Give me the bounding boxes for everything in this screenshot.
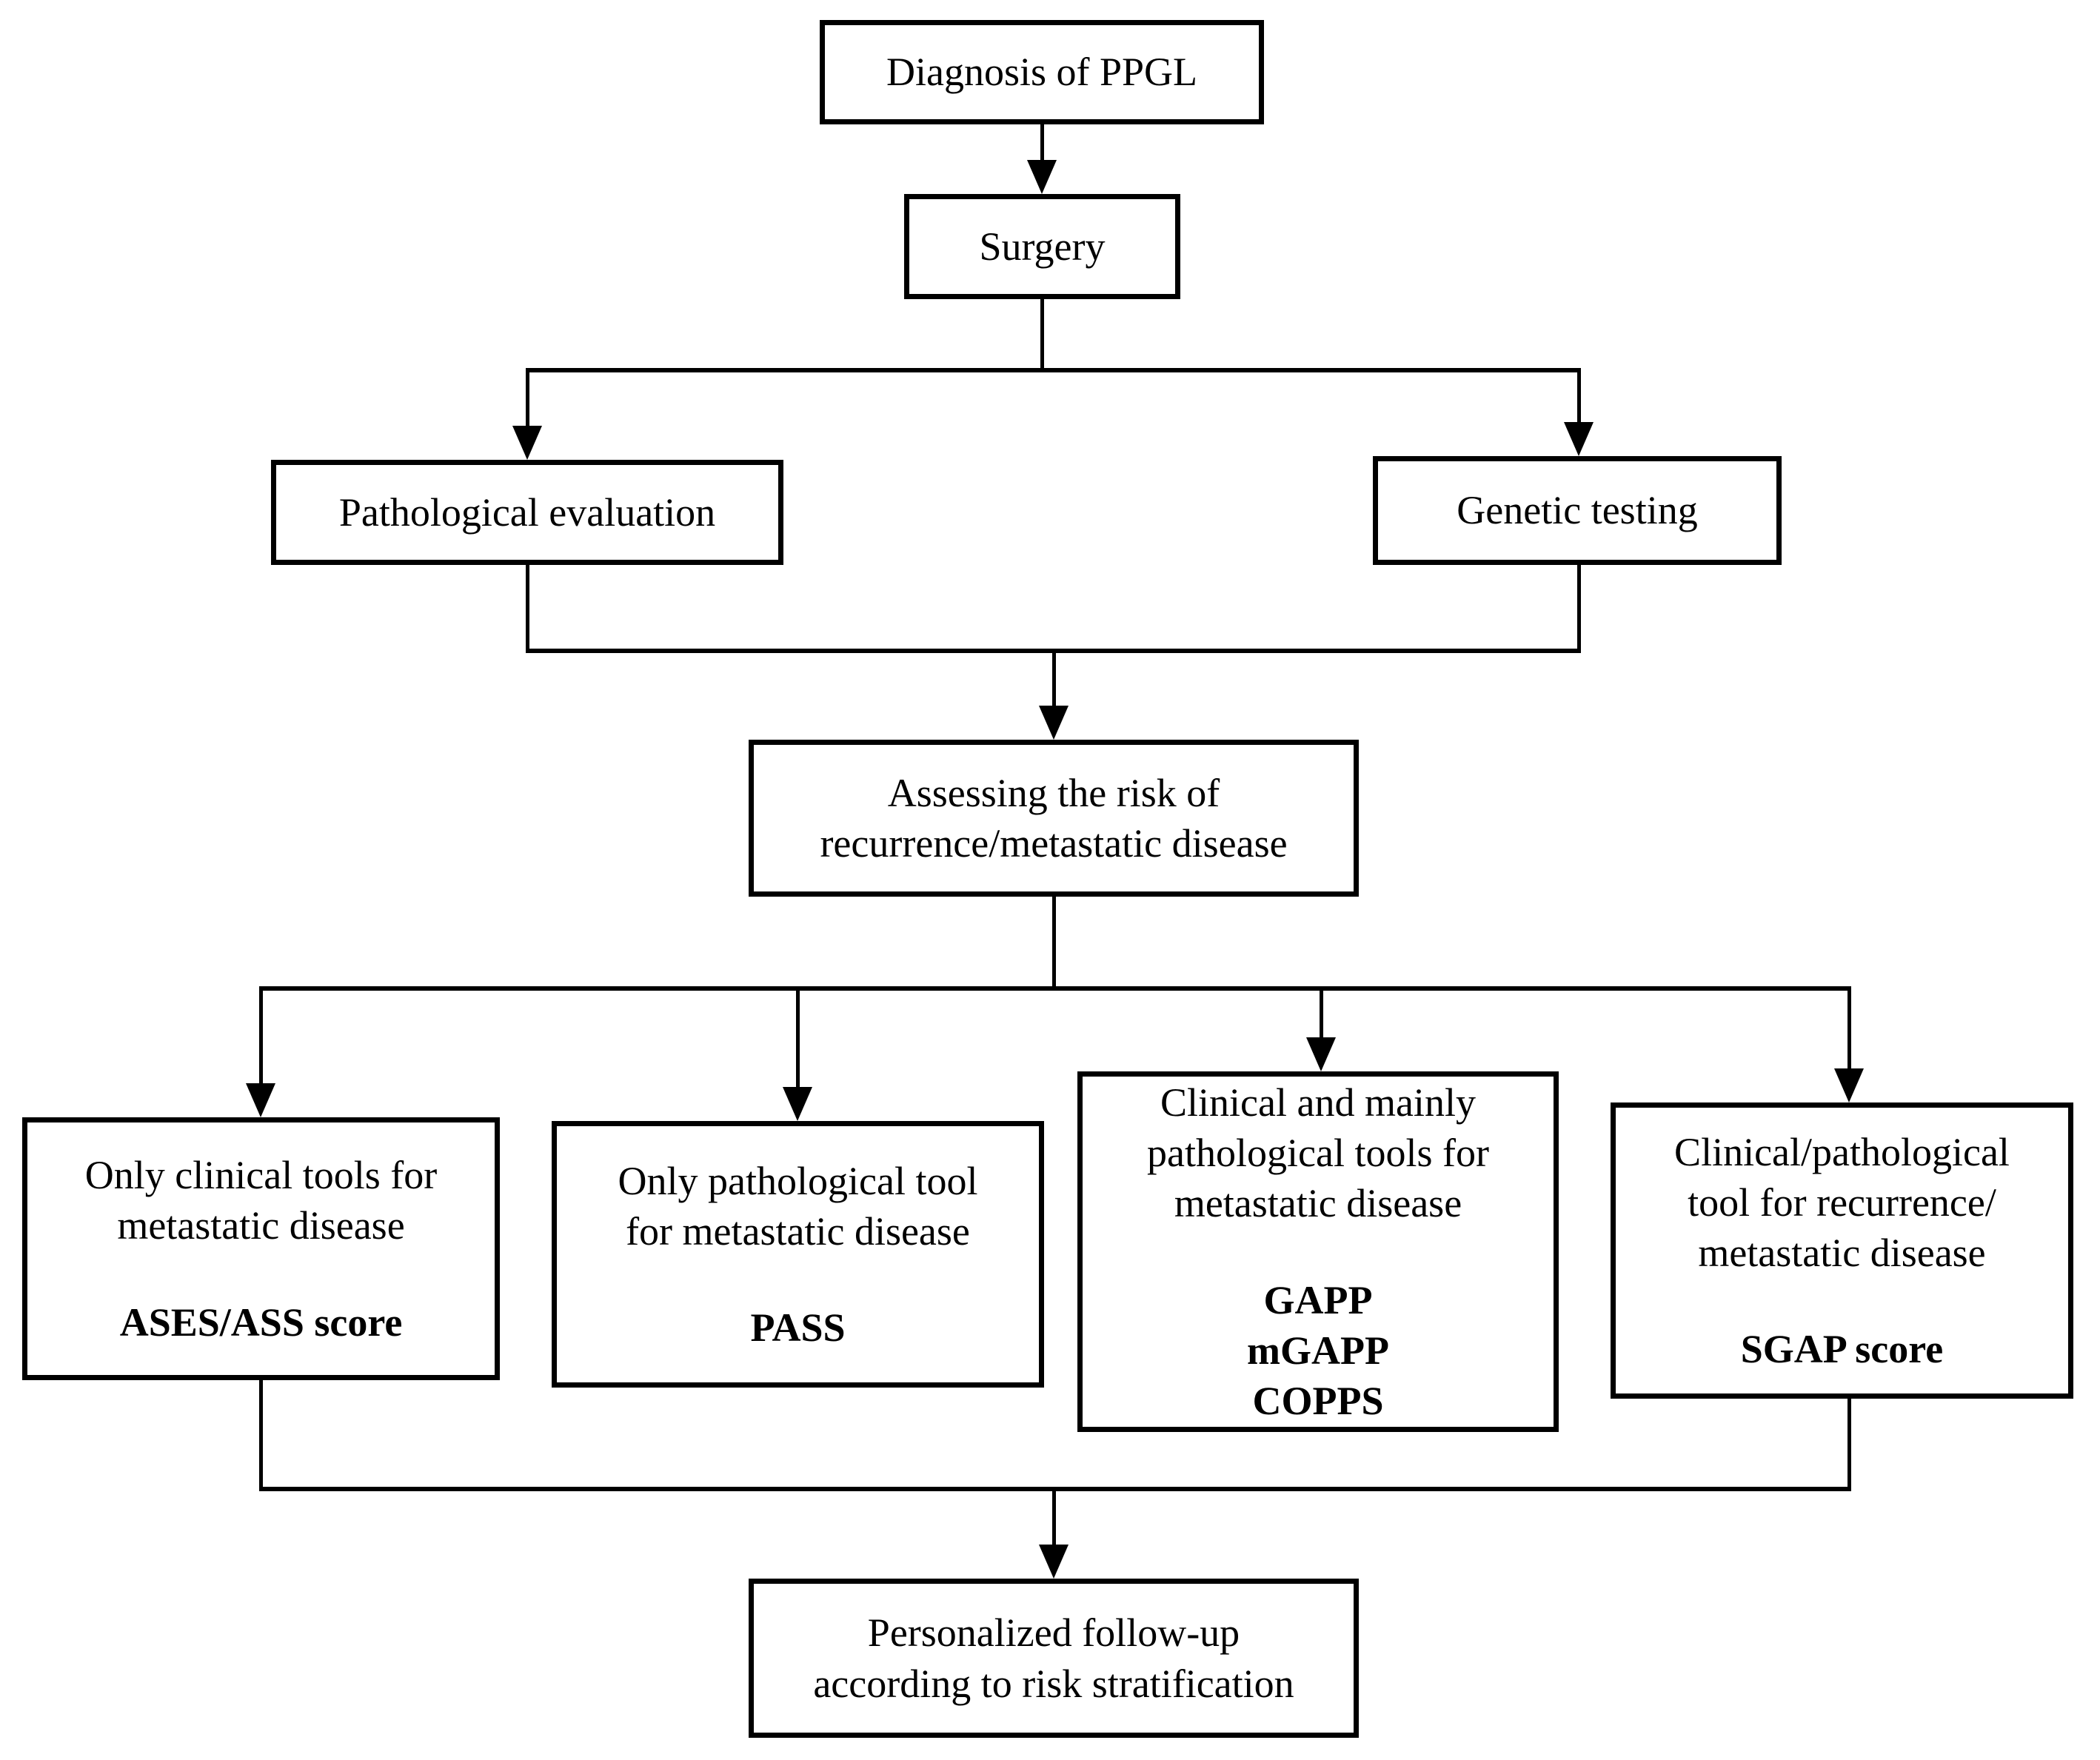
node-pathological-evaluation-label: Pathological evaluation [338,489,716,535]
node-genetic-testing-label: Genetic testing [1457,488,1698,533]
node-risk-assessment: Assessing the risk of recurrence/metasta… [749,740,1359,897]
node-pathological-tool: Only pathological tool for metastatic di… [552,1121,1044,1388]
arrowhead-down-icon [1306,1037,1336,1071]
node-diagnosis-of-ppgl: Diagnosis of PPGL [820,20,1264,124]
edge-split-clinical-pathological-tool-line [1847,986,1851,1070]
node-personalized-followup-label: Personalized follow-up according to risk… [813,1610,1294,1706]
node-clinical-pathological-tool: Clinical/pathological tool for recurrenc… [1611,1102,2073,1399]
node-surgery-label: Surgery [979,224,1106,269]
edge-assessment-split-stem [1052,897,1056,988]
node-diagnosis-label: Diagnosis of PPGL [886,50,1198,95]
node-personalized-followup: Personalized follow-up according to risk… [749,1579,1359,1738]
arrowhead-down-icon [512,426,542,460]
node-clinical-pathological-tools-scores: GAPP mGAPP COPPS [1247,1277,1389,1423]
edge-surgery-split-stem [1040,299,1044,370]
edge-merge-crossbar [526,649,1581,653]
edge-merge-assessment-line [1052,653,1056,707]
arrowhead-down-icon [1039,1545,1069,1579]
node-clinical-tools-score: ASES/ASS score [119,1299,403,1345]
node-clinical-tools: Only clinical tools for metastatic disea… [22,1117,500,1380]
node-genetic-testing: Genetic testing [1373,456,1782,565]
edge-clinical-tools-merge-line [259,1380,263,1489]
arrowhead-down-icon [1564,422,1594,456]
edge-split-clinical-pathological-tools-line [1320,986,1323,1039]
edge-split-pathological-tool-line [796,986,800,1088]
arrowhead-down-icon [246,1083,275,1117]
arrowhead-down-icon [1039,706,1069,740]
node-clinical-pathological-tools-description: Clinical and mainly pathological tools f… [1147,1080,1489,1226]
edge-surgery-split-crossbar [526,368,1581,372]
node-pathological-tool-score: PASS [750,1305,846,1351]
node-surgery: Surgery [904,194,1180,299]
edge-clinical-pathological-tool-merge-line [1847,1399,1851,1489]
node-pathological-evaluation: Pathological evaluation [271,460,783,565]
edge-assessment-split-crossbar [259,986,1851,991]
node-pathological-tool-description: Only pathological tool for metastatic di… [618,1158,978,1254]
node-clinical-pathological-tool-score: SGAP score [1740,1327,1944,1372]
node-clinical-pathological-tools: Clinical and mainly pathological tools f… [1077,1071,1559,1432]
node-clinical-tools-description: Only clinical tools for metastatic disea… [84,1153,438,1248]
node-risk-assessment-label: Assessing the risk of recurrence/metasta… [820,770,1288,866]
node-clinical-pathological-tool-description: Clinical/pathological tool for recurrenc… [1674,1129,2010,1275]
arrowhead-down-icon [1027,160,1057,194]
arrowhead-down-icon [1834,1068,1864,1102]
edge-genetic-merge-line [1577,565,1581,652]
arrowhead-down-icon [783,1087,812,1121]
edge-diagnosis-surgery-line [1040,124,1044,163]
edge-pathology-merge-line [526,565,529,652]
edge-split-pathology-line [526,368,529,427]
edge-split-genetic-line [1577,368,1581,424]
edge-followup-merge-crossbar [259,1487,1851,1491]
edge-merge-followup-line [1052,1491,1056,1546]
edge-split-clinical-tools-line [259,986,263,1085]
